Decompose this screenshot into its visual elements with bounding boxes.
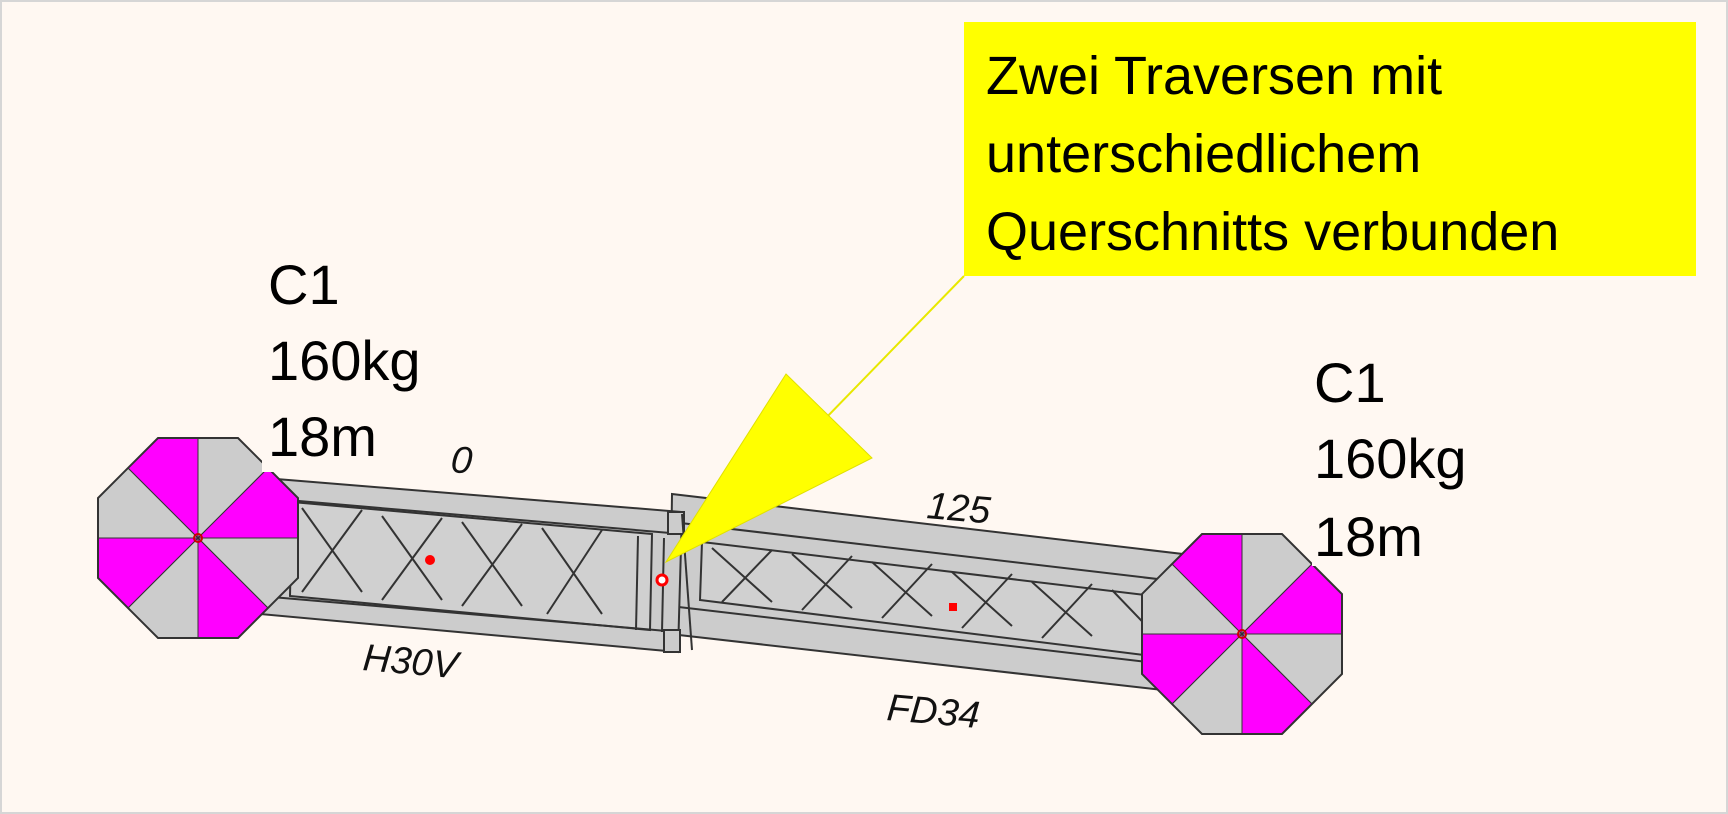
hoist-right-height: 18m [1314,505,1423,568]
truss-fd34[interactable] [668,492,1202,696]
hoist-right-weight: 160kg [1314,427,1467,490]
hoist-left-height: 18m [268,405,377,468]
truss-center-marker-left [425,555,435,565]
hoist-left-name: C1 [268,253,340,316]
callout-line-3: Querschnitts verbunden [986,202,1559,262]
truss-label-h30v: H30V [361,637,463,687]
callout-box [964,22,1696,276]
callout-line-1: Zwei Traversen mit [986,46,1442,106]
truss-length-left-partial: 0 [449,439,474,483]
callout-line-2: unterschiedlichem [986,124,1421,184]
hoist-left-label: C1 160kg 18m [262,253,421,472]
hoist-left[interactable] [97,437,299,639]
truss-center-marker-right [949,603,957,611]
truss-length-right: 125 [925,485,993,532]
hoist-right-name: C1 [1314,351,1386,414]
truss-label-fd34: FD34 [885,687,981,737]
hoist-right[interactable] [1141,533,1343,735]
truss-h30v[interactable] [258,476,684,654]
connection-point-marker [655,573,669,587]
hoist-right-label: C1 160kg 18m [1312,351,1467,568]
hoist-left-weight: 160kg [268,329,421,392]
callout: Zwei Traversen mit unterschiedlichem Que… [664,22,1696,564]
